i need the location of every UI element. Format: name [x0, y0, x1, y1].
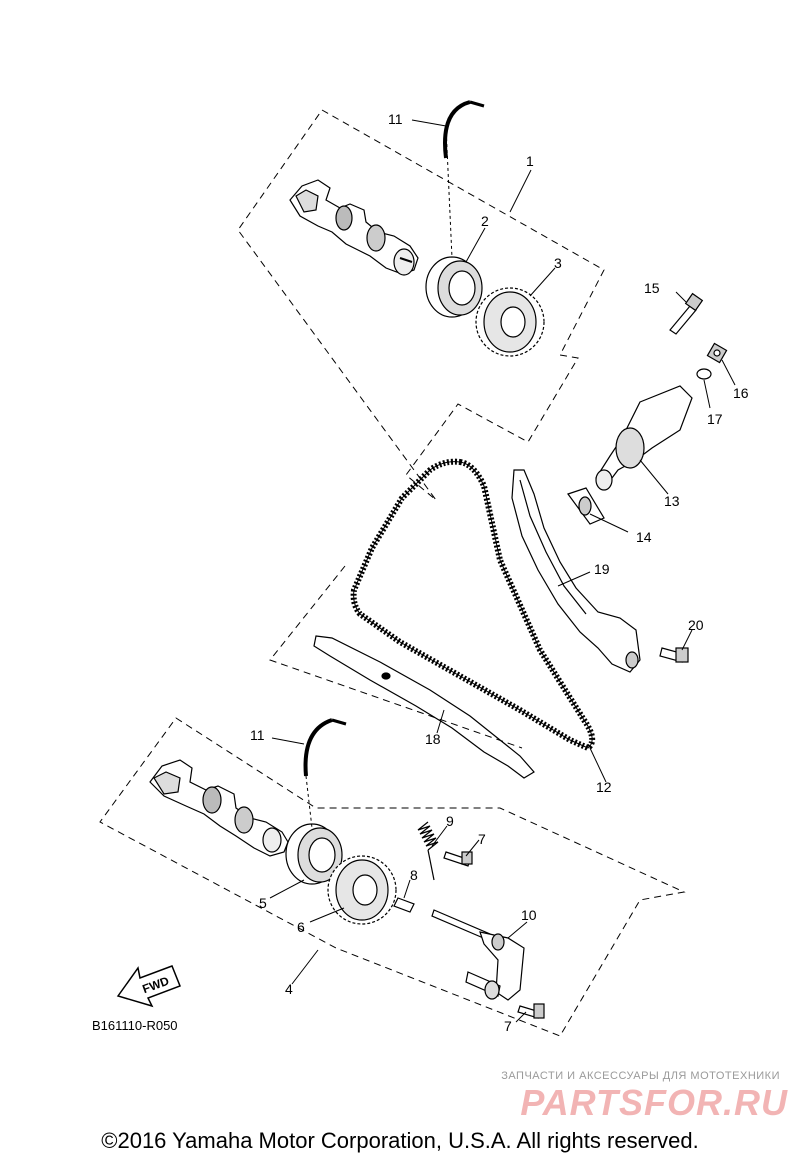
- bolt-15: [669, 292, 704, 335]
- sprocket-6-lower: [327, 855, 397, 925]
- leader-lines: [269, 119, 736, 1023]
- callout-7-lower: 7: [504, 1018, 512, 1034]
- callout-17: 17: [707, 411, 723, 427]
- bolt-20: [659, 647, 689, 663]
- upper-group-outline: [237, 109, 605, 501]
- chain-guide-18: [313, 635, 535, 779]
- clip-11-upper: [443, 100, 485, 159]
- callout-2: 2: [481, 213, 489, 229]
- callout-13: 13: [664, 493, 680, 509]
- bearing-5-lower: [285, 823, 343, 885]
- callout-10: 10: [521, 907, 537, 923]
- pin-7-lower: [517, 1003, 545, 1019]
- fwd-arrow-icon: FWD: [116, 965, 181, 1008]
- watermark-brand: PARTSFOR.RU: [520, 1082, 788, 1123]
- callout-11-upper: 11: [388, 111, 403, 127]
- callout-3: 3: [554, 255, 562, 271]
- callout-12: 12: [596, 779, 612, 795]
- pin-7-upper: [443, 851, 473, 867]
- lower-camshaft: [149, 759, 289, 857]
- bolt-16: [706, 342, 728, 364]
- middle-group-outline: [269, 565, 523, 749]
- chain-guide-19: [511, 469, 641, 673]
- pin-8: [393, 897, 415, 913]
- callout-20: 20: [688, 617, 704, 633]
- spring-9: [417, 821, 439, 881]
- sprocket-3-upper: [475, 287, 545, 357]
- copyright-notice: ©2016 Yamaha Motor Corporation, U.S.A. A…: [101, 1128, 699, 1153]
- callout-11-lower: 11: [250, 727, 265, 743]
- gasket-14: [567, 487, 605, 525]
- callout-4: 4: [285, 981, 293, 997]
- callout-7-upper: 7: [478, 831, 486, 847]
- callout-8: 8: [410, 867, 418, 883]
- diagram-code: B161110-R050: [92, 1018, 178, 1033]
- tensioner-13: [595, 385, 693, 491]
- callout-19: 19: [594, 561, 610, 577]
- watermark-tagline: ЗАПЧАСТИ И АКСЕССУАРЫ ДЛЯ МОТОТЕХНИКИ: [501, 1070, 780, 1082]
- callout-14: 14: [636, 529, 652, 545]
- callout-6: 6: [297, 919, 305, 935]
- callout-5: 5: [259, 895, 267, 911]
- decompression-lever-10: [431, 909, 525, 1001]
- callout-18: 18: [425, 731, 441, 747]
- clip-11-lower: [303, 718, 347, 777]
- callout-9: 9: [446, 813, 454, 829]
- callout-1: 1: [526, 153, 534, 169]
- washer-17: [696, 368, 712, 380]
- bearing-2-upper: [425, 256, 483, 318]
- upper-camshaft: [289, 179, 419, 276]
- callout-15: 15: [644, 280, 660, 296]
- callout-16: 16: [733, 385, 749, 401]
- timing-chain-12: [350, 458, 596, 752]
